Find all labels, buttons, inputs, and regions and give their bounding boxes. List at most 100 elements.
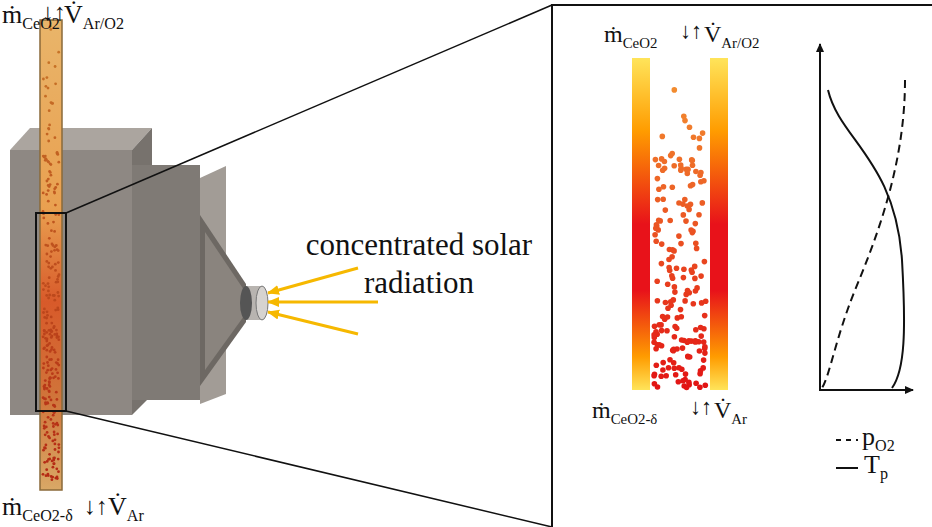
particle	[700, 130, 706, 136]
particle	[50, 163, 53, 166]
particle	[51, 372, 54, 375]
particle	[694, 246, 700, 252]
particle	[46, 310, 49, 313]
zoom-frame	[36, 213, 66, 411]
particle	[44, 95, 47, 98]
particle	[43, 461, 46, 464]
particle	[697, 348, 703, 354]
particle	[655, 197, 661, 203]
particle	[42, 282, 45, 285]
particle	[54, 263, 57, 266]
particle	[661, 184, 667, 190]
profile-graph	[819, 44, 913, 468]
particle	[45, 371, 48, 374]
particle	[45, 444, 48, 447]
particle	[57, 458, 60, 461]
particle	[50, 330, 53, 333]
particle	[56, 278, 59, 281]
particle	[49, 162, 52, 165]
particle	[49, 385, 52, 388]
particle	[678, 241, 684, 247]
particle	[46, 133, 49, 136]
particle	[45, 294, 48, 297]
particle	[55, 329, 58, 332]
particle	[48, 128, 51, 131]
particle	[660, 367, 666, 373]
particle	[53, 187, 56, 190]
particle	[47, 458, 50, 461]
particle	[664, 328, 670, 334]
particle	[54, 136, 57, 139]
particle	[50, 348, 53, 351]
particle	[57, 291, 60, 294]
particle	[693, 327, 699, 333]
particle	[698, 273, 704, 279]
zoom-line	[66, 5, 552, 213]
particle	[658, 374, 664, 380]
flow-label: V̇Ar	[714, 398, 747, 422]
particle	[53, 190, 56, 193]
particle	[690, 182, 696, 188]
particle	[56, 151, 59, 154]
particle	[56, 183, 59, 186]
particle	[692, 339, 698, 345]
particle	[671, 163, 677, 169]
particle	[47, 189, 50, 192]
particle	[57, 377, 60, 380]
particle	[43, 333, 46, 336]
particle	[50, 174, 53, 177]
particle	[703, 298, 709, 304]
legend-label: pO2	[862, 424, 895, 450]
particle	[44, 421, 47, 424]
particle	[52, 404, 55, 407]
particle	[43, 329, 46, 332]
particle	[54, 351, 57, 354]
particle	[681, 275, 687, 281]
particle	[45, 322, 48, 325]
particle	[56, 336, 59, 339]
particle	[56, 371, 59, 374]
particle	[48, 237, 51, 240]
particle	[47, 184, 50, 187]
particle	[702, 313, 708, 319]
particle	[57, 338, 60, 341]
particle	[50, 418, 53, 421]
particle	[683, 218, 689, 224]
particle	[54, 65, 57, 68]
particle	[51, 478, 54, 481]
particle	[44, 379, 47, 382]
particle	[680, 345, 686, 351]
zoom-line	[66, 411, 552, 527]
particle	[654, 279, 660, 285]
particle	[48, 377, 51, 380]
particle	[697, 136, 703, 142]
particle	[697, 145, 703, 151]
particle	[45, 193, 48, 196]
particle	[50, 250, 53, 253]
particle	[53, 294, 56, 297]
particle	[56, 422, 59, 425]
zoom-panel	[552, 5, 932, 527]
particle	[48, 276, 51, 279]
particle	[47, 344, 50, 347]
particle	[676, 379, 682, 385]
particle	[682, 197, 688, 203]
particle	[666, 257, 672, 263]
particle	[43, 446, 46, 449]
particle	[660, 197, 666, 203]
particle	[691, 135, 697, 141]
particle	[42, 367, 45, 370]
particle	[660, 314, 666, 320]
particle	[666, 365, 672, 371]
particle	[653, 238, 659, 244]
particle	[672, 284, 678, 290]
particle	[51, 476, 54, 479]
particle	[688, 201, 694, 207]
particle	[685, 167, 691, 173]
particle	[57, 364, 60, 367]
particle	[53, 462, 56, 465]
particle	[48, 109, 51, 112]
particle	[44, 159, 47, 162]
particle	[689, 269, 695, 275]
particle	[46, 369, 49, 372]
